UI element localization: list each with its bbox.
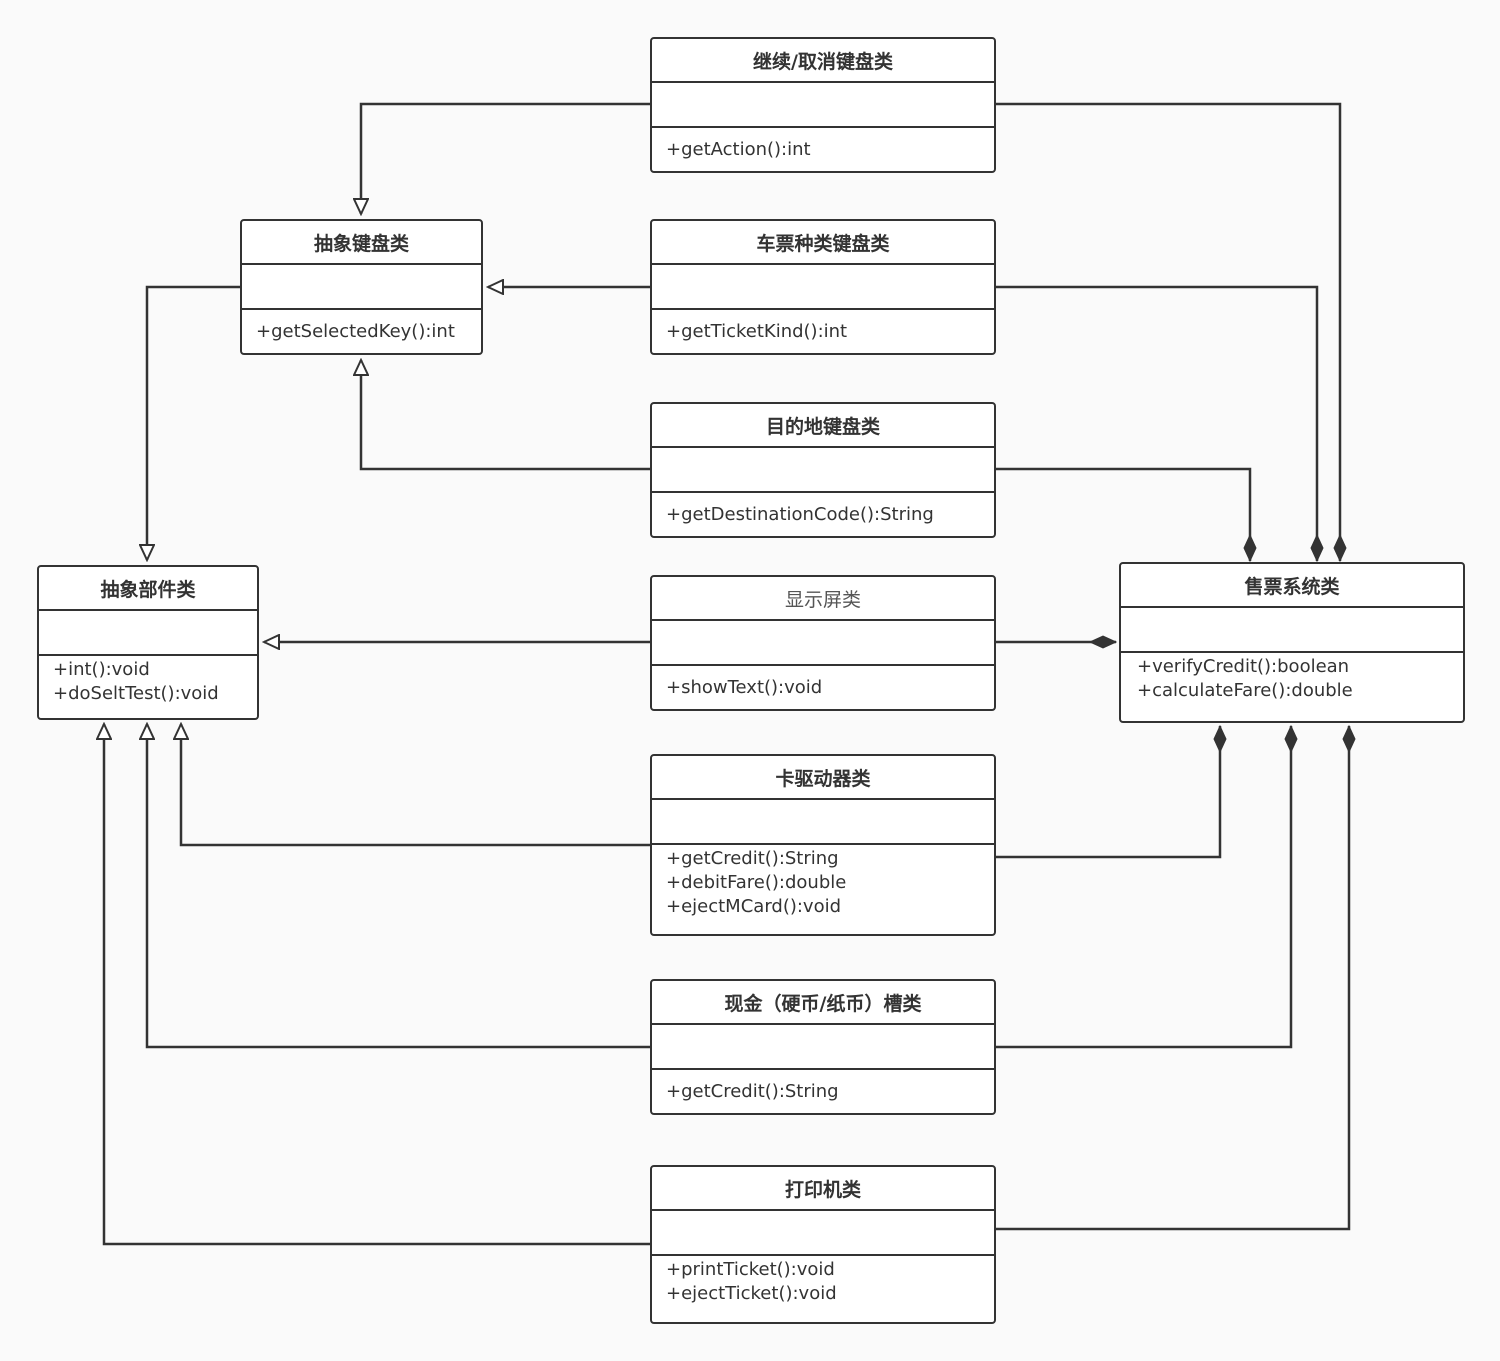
class-operations: +printTicket():void +ejectTicket():void: [652, 1256, 994, 1322]
class-name: 目的地键盘类: [652, 404, 994, 448]
operation: +doSeltTest():void: [53, 683, 219, 704]
class-operations: +getDestinationCode():String: [652, 493, 994, 536]
class-attributes: [39, 611, 257, 656]
class-name: 打印机类: [652, 1167, 994, 1211]
operation: +getAction():int: [666, 139, 811, 160]
operation: +verifyCredit():boolean: [1137, 656, 1350, 677]
class-attributes: [652, 1025, 994, 1070]
class-operations: +getAction():int: [652, 128, 994, 171]
class-name: 卡驱动器类: [652, 756, 994, 800]
class-operations: +getCredit():String: [652, 1070, 994, 1113]
destination-to-abstract-keyboard-generalization: [361, 360, 650, 471]
operation: +getTicketKind():int: [666, 321, 848, 342]
printer-to-abstract-component-generalization: [104, 724, 650, 1246]
class-operations: +getTicketKind():int: [652, 310, 994, 353]
class-attributes: [652, 265, 994, 310]
operation: +showText():void: [666, 677, 823, 698]
class-name: 现金（硬币/纸币）槽类: [652, 981, 994, 1025]
cash-slot-composition: [996, 726, 1291, 1049]
cash-slot-to-abstract-component-generalization: [147, 724, 650, 1049]
abstract-keyboard-to-abstract-component-generalization: [147, 285, 241, 560]
operation: +debitFare():double: [666, 872, 847, 893]
operation: +ejectMCard():void: [666, 896, 842, 917]
operation: +calculateFare():double: [1137, 680, 1353, 701]
operation: +printTicket():void: [666, 1259, 835, 1280]
class-operations: +getCredit():String +debitFare():double …: [652, 845, 994, 934]
class-attributes: [1121, 608, 1463, 653]
destination-keyboard-class[interactable]: 目的地键盘类 +getDestinationCode():String: [650, 402, 996, 538]
destination-composition: [996, 467, 1250, 561]
class-attributes: [652, 800, 994, 845]
class-name: 售票系统类: [1121, 564, 1463, 608]
class-attributes: [652, 621, 994, 666]
ticket-kind-composition: [996, 285, 1317, 561]
card-driver-to-abstract-component-generalization: [181, 724, 650, 847]
continue-cancel-composition: [996, 102, 1340, 561]
display-screen-class[interactable]: 显示屏类 +showText():void: [650, 575, 996, 711]
operation: +int():void: [53, 659, 150, 680]
class-operations: +showText():void: [652, 666, 994, 709]
printer-composition: [996, 726, 1349, 1231]
card-driver-composition: [996, 726, 1220, 859]
class-attributes: [242, 265, 481, 310]
operation: +getCredit():String: [666, 1081, 839, 1102]
class-name: 抽象键盘类: [242, 221, 481, 265]
class-name: 继续/取消键盘类: [652, 39, 994, 83]
printer-class[interactable]: 打印机类 +printTicket():void +ejectTicket():…: [650, 1165, 996, 1324]
class-attributes: [652, 1211, 994, 1256]
operation: +getCredit():String: [666, 848, 839, 869]
cash-slot-class[interactable]: 现金（硬币/纸币）槽类 +getCredit():String: [650, 979, 996, 1115]
abstract-keyboard-class[interactable]: 抽象键盘类 +getSelectedKey():int: [240, 219, 483, 355]
class-attributes: [652, 448, 994, 493]
class-operations: +getSelectedKey():int: [242, 310, 481, 353]
operation: +getSelectedKey():int: [256, 321, 455, 342]
class-attributes: [652, 83, 994, 128]
ticket-kind-keyboard-class[interactable]: 车票种类键盘类 +getTicketKind():int: [650, 219, 996, 355]
class-operations: +verifyCredit():boolean +calculateFare()…: [1121, 653, 1463, 721]
abstract-component-class[interactable]: 抽象部件类 +int():void +doSeltTest():void: [37, 565, 259, 720]
class-name: 车票种类键盘类: [652, 221, 994, 265]
card-driver-class[interactable]: 卡驱动器类 +getCredit():String +debitFare():d…: [650, 754, 996, 936]
operation: +getDestinationCode():String: [666, 504, 934, 525]
operation: +ejectTicket():void: [666, 1283, 837, 1304]
class-name: 显示屏类: [652, 577, 994, 621]
class-name: 抽象部件类: [39, 567, 257, 611]
ticketing-system-class[interactable]: 售票系统类 +verifyCredit():boolean +calculate…: [1119, 562, 1465, 723]
continue-cancel-keyboard-class[interactable]: 继续/取消键盘类 +getAction():int: [650, 37, 996, 173]
continue-cancel-to-abstract-keyboard-generalization: [361, 102, 650, 214]
class-operations: +int():void +doSeltTest():void: [39, 656, 257, 718]
